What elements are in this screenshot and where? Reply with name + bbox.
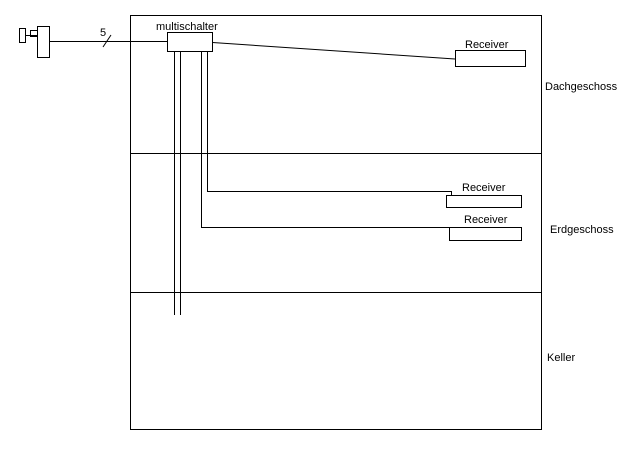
floor-label-bottom: Keller bbox=[547, 352, 575, 364]
receiver-label-top: Receiver bbox=[465, 39, 509, 51]
satellite-dish-icon bbox=[19, 26, 50, 58]
cable-count-label: 5 bbox=[100, 27, 106, 39]
cable-to-receiver-middle-1 bbox=[207, 51, 452, 195]
multiswitch-label: multischalter bbox=[156, 21, 218, 33]
multiswitch-box bbox=[167, 32, 213, 52]
cable-bundle-slash bbox=[102, 34, 112, 48]
receiver-box-middle-1 bbox=[446, 195, 522, 208]
floor-label-middle: Erdgeschoss bbox=[550, 224, 614, 236]
floor-label-top: Dachgeschoss bbox=[545, 81, 618, 93]
receiver-box-top bbox=[455, 50, 526, 67]
receiver-label-middle-1: Receiver bbox=[462, 182, 506, 194]
cable-to-receiver-middle-2 bbox=[201, 51, 450, 228]
receiver-box-middle-2 bbox=[449, 227, 522, 241]
building-outline bbox=[130, 15, 542, 430]
cable-to-receiver-top bbox=[212, 42, 456, 60]
receiver-label-middle-2: Receiver bbox=[464, 214, 508, 226]
